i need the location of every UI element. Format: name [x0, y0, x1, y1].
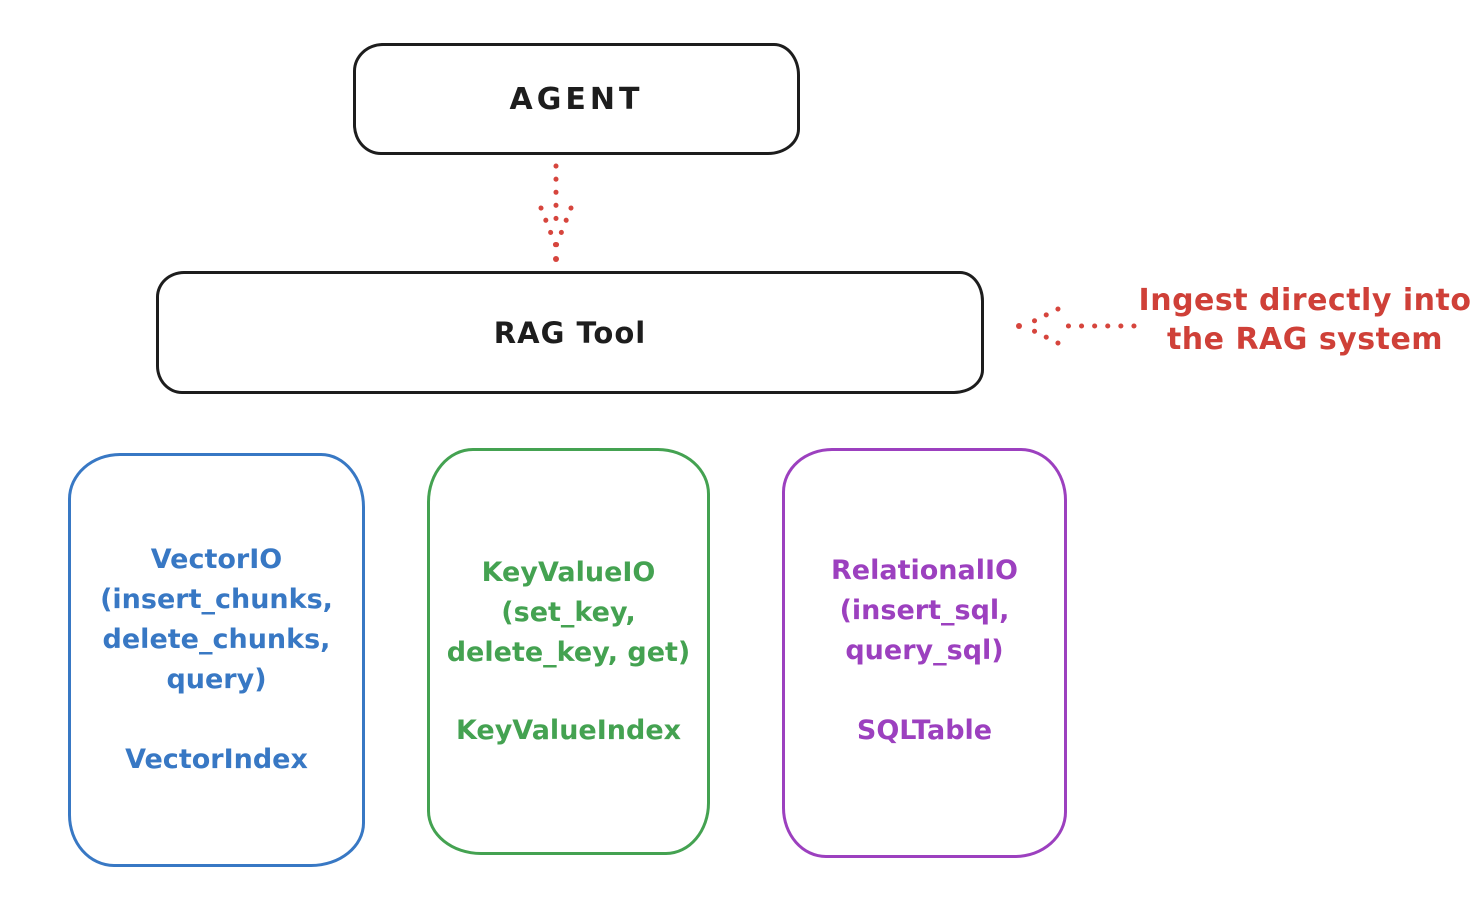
relational-io-line: (insert_sql,: [839, 595, 1010, 626]
vector-io-line: (insert_chunks,: [100, 584, 333, 615]
keyvalue-io-node[interactable]: KeyValueIO (set_key, delete_key, get) Ke…: [427, 448, 710, 855]
agent-node[interactable]: AGENT: [353, 43, 800, 155]
dotted-arrow-down-icon: [538, 163, 574, 262]
keyvalue-io-methods: KeyValueIO (set_key, delete_key, get): [430, 553, 707, 673]
relational-io-methods: RelationalIO (insert_sql, query_sql): [785, 551, 1064, 671]
keyvalue-io-line: delete_key, get): [446, 637, 691, 668]
vector-index-label: VectorIndex: [125, 744, 308, 775]
relational-io-line: query_sql): [845, 635, 1004, 666]
ingest-annotation-line-2: the RAG system: [1166, 322, 1444, 357]
keyvalue-io-line: KeyValueIO: [481, 557, 656, 588]
vector-io-methods: VectorIO (insert_chunks, delete_chunks, …: [71, 540, 362, 700]
vector-io-node[interactable]: VectorIO (insert_chunks, delete_chunks, …: [68, 453, 365, 867]
rag-tool-node[interactable]: RAG Tool: [156, 271, 984, 394]
keyvalue-io-line: (set_key,: [501, 597, 636, 628]
rag-tool-label: RAG Tool: [493, 315, 647, 350]
relational-io-node[interactable]: RelationalIO (insert_sql, query_sql) SQL…: [782, 448, 1067, 858]
dotted-arrow-left-icon: [1016, 306, 1137, 346]
ingest-annotation-line-1: Ingest directly into: [1138, 283, 1472, 318]
agent-label: AGENT: [509, 81, 644, 117]
vector-io-line: VectorIO: [150, 544, 283, 575]
vector-io-line: query): [166, 664, 267, 695]
sql-table-label: SQLTable: [856, 715, 993, 746]
vector-io-line: delete_chunks,: [102, 624, 331, 655]
keyvalue-index-label: KeyValueIndex: [455, 715, 682, 746]
relational-io-line: RelationalIO: [831, 555, 1018, 586]
ingest-annotation: Ingest directly into the RAG system: [1138, 281, 1472, 359]
